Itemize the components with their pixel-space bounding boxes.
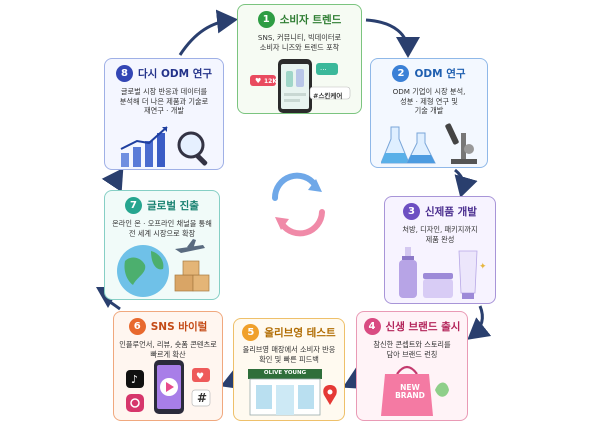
step-desc-line: 재연구 · 개발 [144,106,184,116]
arrow-4-to-5 [342,367,367,390]
step-desc-line: 확인 및 빠른 피드백 [259,354,319,364]
like-count: 12K [264,78,277,85]
step-desc-line: 전 세계 시장으로 확장 [128,228,196,238]
step-title: 다시 ODM 연구 [137,68,213,80]
step-title: 신제품 개발 [425,206,477,218]
step-title: ODM 연구 [414,68,466,80]
storefront-icon [248,369,337,416]
step-desc-line: 글로벌 시장 반응과 데이터를 [120,87,208,96]
step-number: 6 [128,318,146,335]
svg-text:✦: ✦ [479,262,487,272]
arrow-6-to-7 [96,286,121,311]
step-card-1: 1 소비자 트렌드 SNS, 커뮤니티, 빅데이터로 소비자 니즈와 트렌드 포… [237,4,362,114]
step-card-3: 3 신제품 개발 처방, 디자인, 패키지까지 제품 완성 ✦ [384,196,496,304]
heart-icon [250,75,276,86]
bar-chart-icon [120,126,168,167]
step-title: 소비자 트렌드 [279,14,342,26]
arrow-5-to-6 [220,367,245,390]
instagram-icon [126,394,144,412]
step-desc-line: 인플루언서, 리뷰, 숏폼 콘텐츠로 [119,340,217,349]
tube-icon [458,250,478,299]
svg-text:♥: ♥ [196,372,204,382]
microscope-icon [445,123,477,164]
arrow-1-to-2 [365,18,420,58]
step-number: 4 [363,318,381,335]
cream-jar-icon [423,273,453,298]
heart-icon [192,368,210,382]
step-card-4: 4 신생 브랜드 출시 참신한 콘셉트와 스토리를 담아 브랜드 런칭 NEW … [356,311,468,421]
step-title: 올리브영 테스트 [264,327,336,339]
step-desc-line: SNS, 커뮤니티, 빅데이터로 [257,33,342,42]
step-desc-line: 온라인 온 · 오프라인 채널을 통해 [112,219,212,228]
step-card-7: 7 글로벌 진출 온라인 온 · 오프라인 채널을 통해 전 세계 시장으로 확… [104,190,220,300]
phone-icon: ♥ ··· [250,59,351,113]
cycle-arrows-icon [271,172,325,237]
bag-text: NEW [400,383,420,392]
step-desc-line: 제품 완성 [425,234,455,244]
step-title: 글로벌 진출 [147,200,199,212]
step-number: 2 [392,65,410,82]
step-number: 1 [257,11,275,28]
airplane-icon [175,239,205,253]
store-sign: OLIVE YOUNG [263,370,307,376]
step-desc-line: 처방, 디자인, 패키지까지 [402,225,478,234]
step-desc-line: 성분 · 제형 연구 및 [400,96,458,106]
arrow-7-to-8 [101,168,124,193]
step-title: 신생 브랜드 출시 [385,321,461,333]
hashtag: # [197,391,208,405]
step-number: 8 [115,65,133,82]
step-title: SNS 바이럴 [150,321,208,333]
boxes-icon [174,260,210,292]
step-desc-line: 분석해 더 나은 제품과 기술로 [119,96,209,106]
chat-icon [316,63,338,75]
step-card-5: 5 올리브영 테스트 올리브영 매장에서 소비자 반응 확인 및 빠른 피드백 … [233,318,345,421]
arrow-3-to-4 [467,305,492,340]
step-desc-line: 빠르게 확산 [150,349,186,359]
step-number: 5 [242,324,260,341]
step-desc-line: 소비자 니즈와 트렌드 포착 [259,42,340,52]
arrow-2-to-3 [454,168,478,198]
tiktok-icon [126,370,144,388]
hashtag: #스킨케어 [313,92,343,100]
step-desc-line: 담아 브랜드 런칭 [386,349,438,359]
shopping-bag-icon [381,365,449,416]
step-desc-line: 올리브영 매장에서 소비자 반응 [242,345,336,354]
video-play-icon [160,378,178,396]
step-number: 3 [403,203,421,220]
step-card-2: 2 ODM 연구 ODM 기업이 시장 분석, 성분 · 제형 연구 및 기술 … [370,58,488,168]
step-card-8: 8 다시 ODM 연구 글로벌 시장 반응과 데이터를 분석해 더 나은 제품과… [104,58,224,170]
step-desc-line: 기술 개발 [414,106,444,116]
step-number: 7 [125,197,143,214]
step-card-6: 6 SNS 바이럴 인플루언서, 리뷰, 숏폼 콘텐츠로 빠르게 확산 ♪ ♥ … [113,311,223,421]
globe-icon [117,245,169,297]
svg-text:···: ··· [320,66,327,74]
location-pin-icon [323,385,337,405]
step-desc-line: ODM 기업이 시장 분석, [392,87,466,96]
svg-text:♥: ♥ [255,77,261,85]
serum-bottle-icon [399,247,417,298]
bag-text: BRAND [395,391,425,401]
magnifier-icon [177,131,208,166]
arrow-8-to-1 [178,9,238,56]
svg-text:♪: ♪ [131,373,138,386]
flask-icon [381,126,436,164]
step-desc-line: 참신한 콘셉트와 스토리를 [373,340,451,349]
